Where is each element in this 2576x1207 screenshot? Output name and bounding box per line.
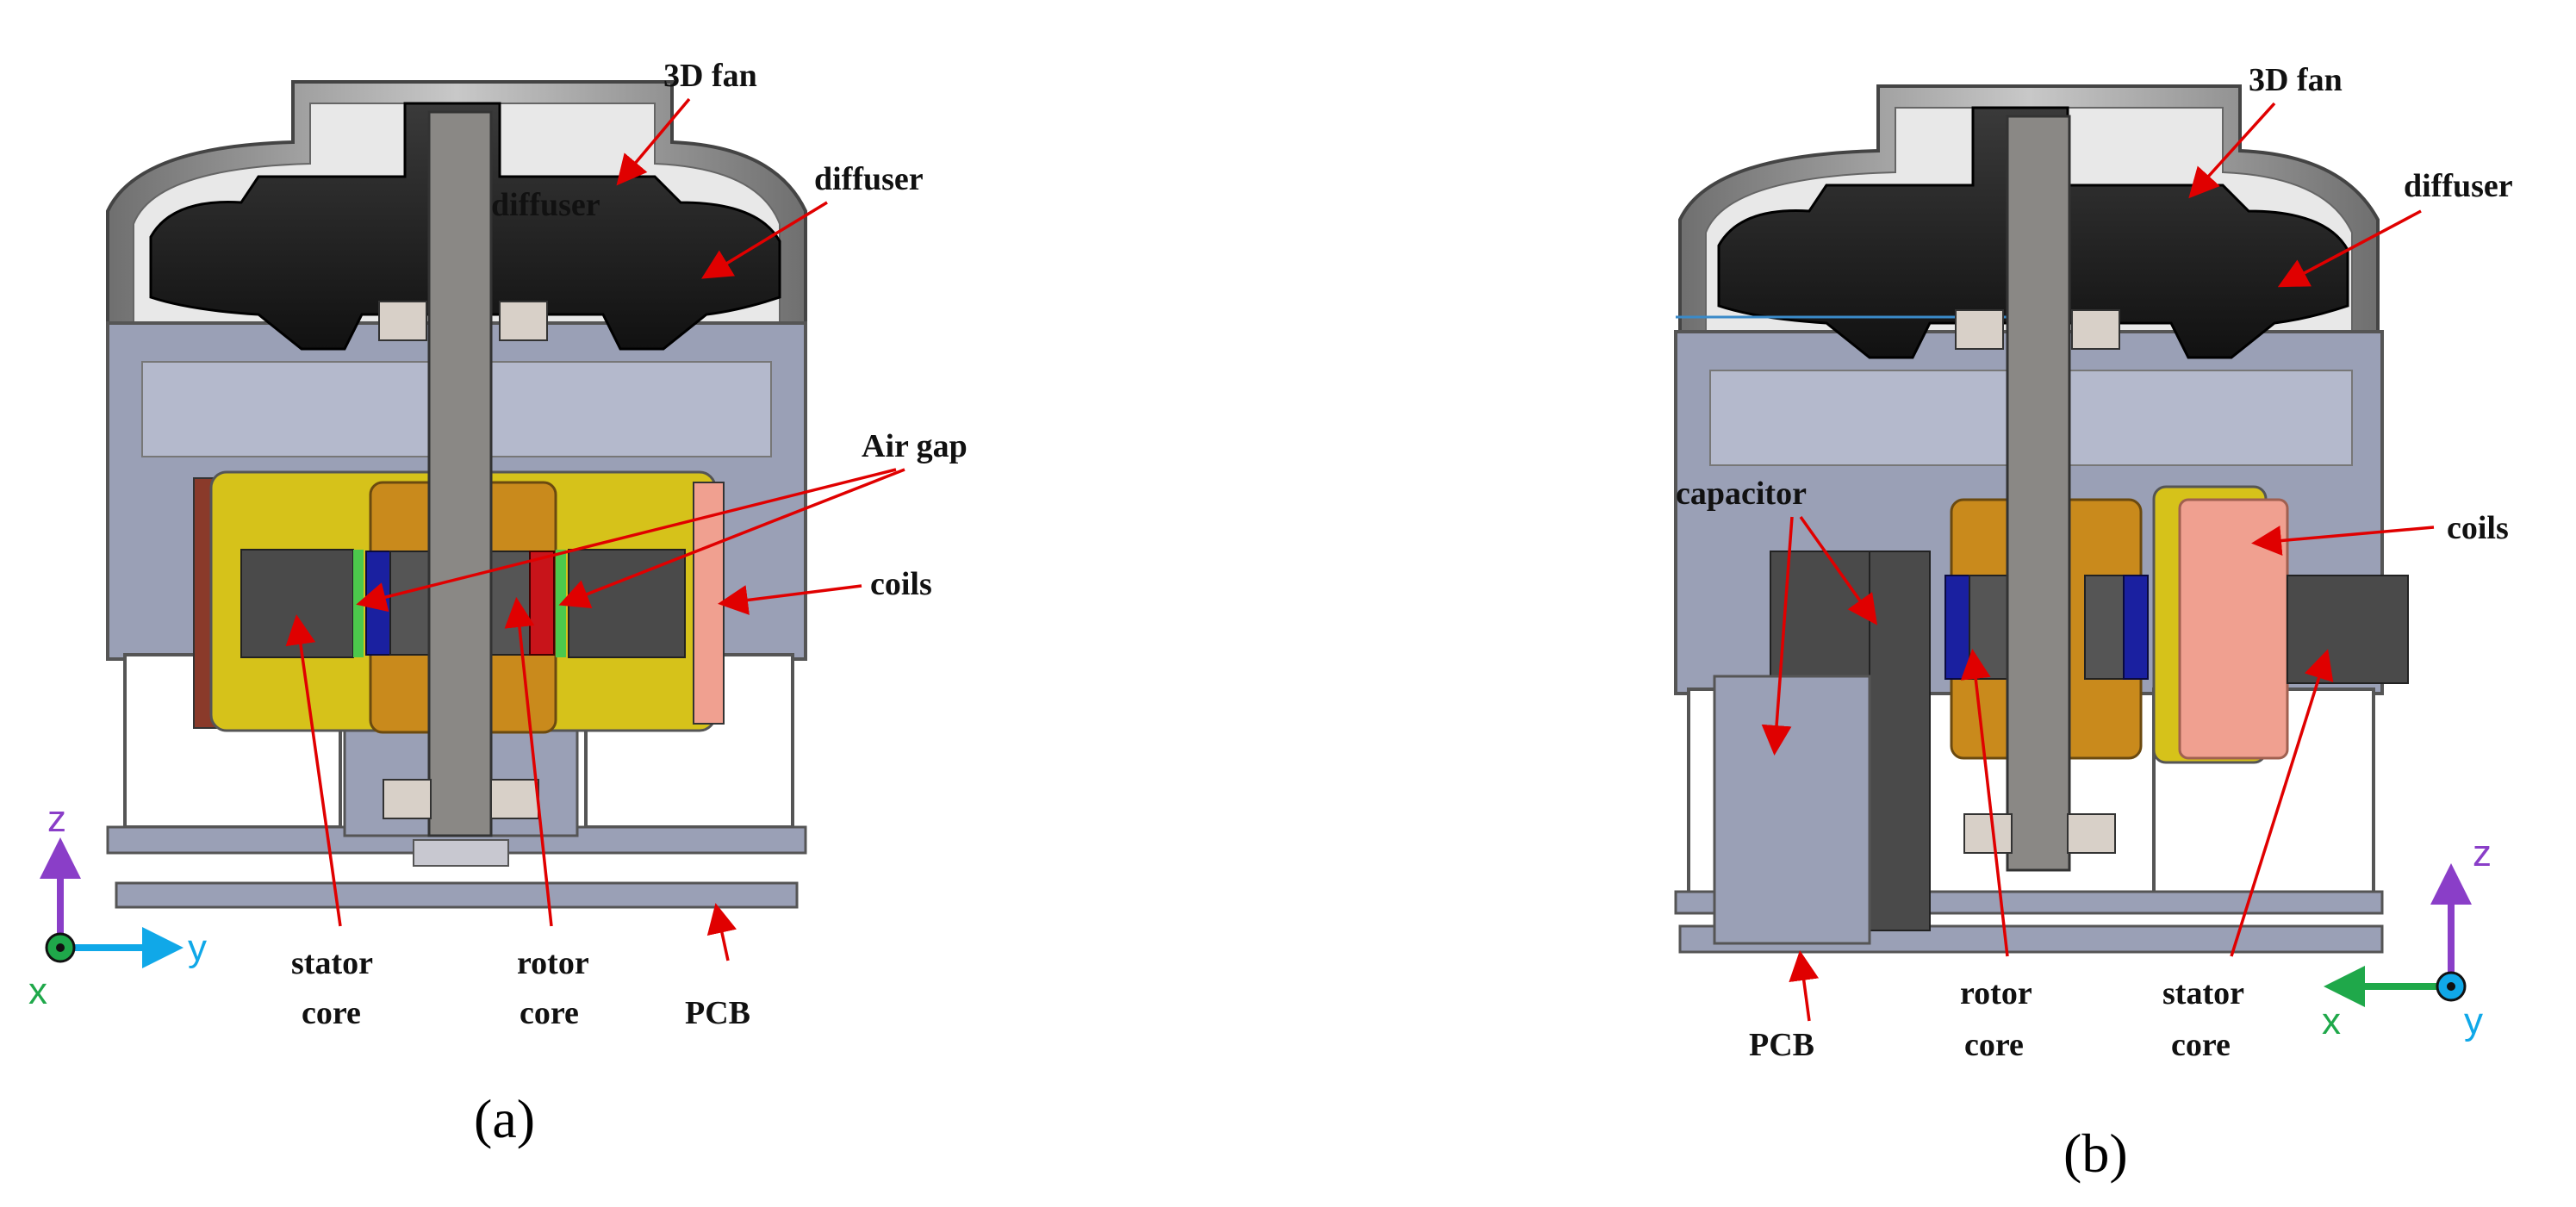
pcb-board [115,881,799,909]
label-stator-core-a-1: stator [291,945,373,981]
stator-core-left [240,549,354,658]
arrow-pcb-a [706,903,737,961]
axis-label-y-b: y [2464,1000,2483,1042]
rotor-core-lam-right-b [2084,575,2125,680]
label-stator-core-b-1: stator [2162,975,2244,1011]
magnet-right-blue-b [2123,575,2149,680]
axis-label-y-a: y [188,927,207,969]
label-diffuser-b: diffuser [2404,168,2513,204]
magnet-left-blue-b [1944,575,1970,680]
arrow-coils-b [2251,526,2435,556]
arrow-stator-core-a [285,614,342,927]
bearing-lower-left [383,779,432,819]
label-rotor-core-b-2: core [1964,1027,2024,1063]
arrow-capacitor-upper [1799,515,1878,625]
arrow-diffuser-b [2277,209,2422,288]
arrow-diffuser-a [701,201,828,279]
label-rotor-core-b-1: rotor [1960,975,2032,1011]
shaft [427,110,493,837]
label-air-gap-a: Air gap [862,428,968,464]
label-stator-core-a-2: core [302,995,361,1031]
arrow-3d-fan-a [616,97,691,186]
label-coils-b: coils [2447,510,2509,546]
bearing-upper-left-b [1955,309,2004,350]
axis-origin-dot-a [56,943,65,952]
capacitor-block [1713,675,1871,945]
arrow-rotor-core-a [504,597,553,927]
coil-pink-b [2178,498,2289,760]
label-capacitor-b: capacitor [1676,476,1807,512]
capacitor-column [1869,551,1931,931]
axis-label-z-b: z [2473,832,2492,874]
arrow-coils-a [718,584,862,615]
label-coils-a: coils [870,566,932,602]
stator-core-right [568,549,686,658]
bearing-upper-right [499,301,548,341]
axis-label-x-a: x [28,970,47,1012]
label-stator-core-b-2: core [2171,1027,2231,1063]
bearing-upper-right-b [2071,309,2120,350]
bearing-lower-right-b [2067,813,2116,854]
label-pcb-b: PCB [1749,1027,1814,1063]
bearing-lower-right [490,779,539,819]
caption-b: (b) [2063,1123,2128,1184]
label-3d-fan-b: 3D fan [2249,62,2343,98]
caption-a: (a) [474,1088,535,1149]
arrow-capacitor-lower [1761,516,1794,756]
label-diffuser-inner-a: diffuser [491,187,600,223]
bearing-upper-left [378,301,427,341]
arrow-air-gap-left [356,468,897,613]
label-3d-fan-a: 3D fan [663,58,757,94]
magnet-left-blue [365,551,391,656]
panel-b: 3D fan diffuser capacitor coils PCB roto… [1674,62,2513,1184]
bearing-lower-left-b [1963,813,2013,854]
arrow-pcb-b [1789,950,1820,1022]
magnet-right-red [529,551,555,656]
axis-origin-dot-b [2447,982,2455,991]
label-diffuser-a: diffuser [814,161,924,197]
arrow-air-gap-right [558,468,905,609]
stator-core-b [2287,575,2409,684]
shaft-b [2006,115,2071,872]
arrow-3d-fan-b [2188,102,2276,199]
panel-a: 3D fan diffuser diffuser Air gap coils s… [28,58,968,1149]
label-pcb-a: PCB [685,995,750,1031]
axis-label-z-a: z [47,798,66,840]
arrow-rotor-core-b [1960,649,2009,957]
rotor-core-lam-left [389,551,430,656]
axis-label-x-b: x [2322,1000,2341,1042]
label-rotor-core-a-2: core [520,995,579,1031]
label-rotor-core-a-1: rotor [517,945,589,981]
arrow-stator-core-b [2230,649,2334,957]
shaft-base-hub [413,839,509,867]
